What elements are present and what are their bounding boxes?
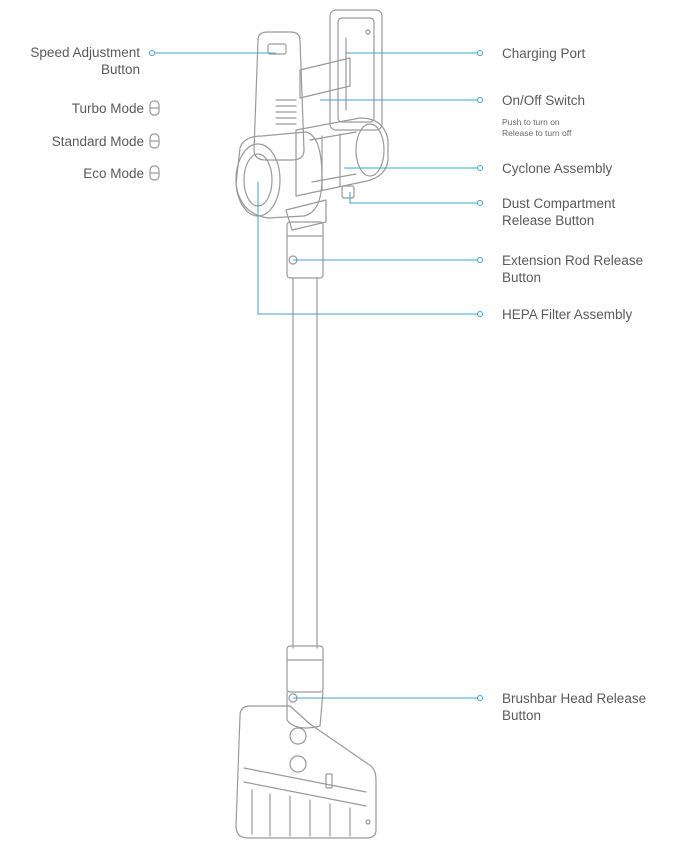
mount-arm [299, 57, 351, 99]
brushbar-head-label-line1: Brushbar Head Release [502, 691, 647, 706]
cyclone-body [295, 117, 389, 199]
extension-rod-label-line1: Extension Rod Release [502, 253, 644, 268]
vacuum-illustration [149, 9, 389, 839]
leader-lines [149, 50, 483, 701]
dust-compartment-label-line2: Release Button [502, 213, 595, 228]
on-off-note-line2: Release to turn off [502, 128, 572, 138]
speed-adjustment-label: Speed Adjustment Button [0, 44, 140, 78]
brushbar-head-label-line2: Button [502, 708, 542, 723]
eco-mode-label: Eco Mode [83, 166, 144, 181]
charging-port-label: Charging Port [502, 46, 586, 61]
brush-head [235, 705, 377, 839]
speed-adjustment-label-line1: Speed Adjustment [30, 45, 140, 60]
lower-connector [286, 645, 324, 773]
extension-rod-label-line2: Button [502, 270, 542, 285]
standard-mode-label: Standard Mode [51, 134, 144, 149]
speed-adjustment-label-line2: Button [100, 62, 140, 77]
dust-compartment-label-line1: Dust Compartment [502, 196, 616, 211]
handle-body [253, 31, 305, 161]
on-off-switch-label: On/Off Switch [502, 93, 586, 108]
hepa-filter-housing [235, 131, 323, 219]
wall-mount [329, 9, 383, 131]
neck [285, 199, 327, 231]
cyclone-assembly-label: Cyclone Assembly [502, 161, 613, 176]
dust-compartment-label: Dust Compartment Release Button [502, 195, 615, 229]
hepa-filter-label: HEPA Filter Assembly [502, 307, 633, 322]
dust-release-button-shape [341, 185, 355, 199]
extension-rod [292, 277, 318, 649]
speed-button-shape [267, 43, 287, 55]
turbo-mode-label: Turbo Mode [71, 101, 144, 116]
extension-rod-label: Extension Rod Release Button [502, 252, 643, 286]
brushbar-head-label: Brushbar Head Release Button [502, 690, 646, 724]
on-off-note-line1: Push to turn on [502, 117, 560, 127]
